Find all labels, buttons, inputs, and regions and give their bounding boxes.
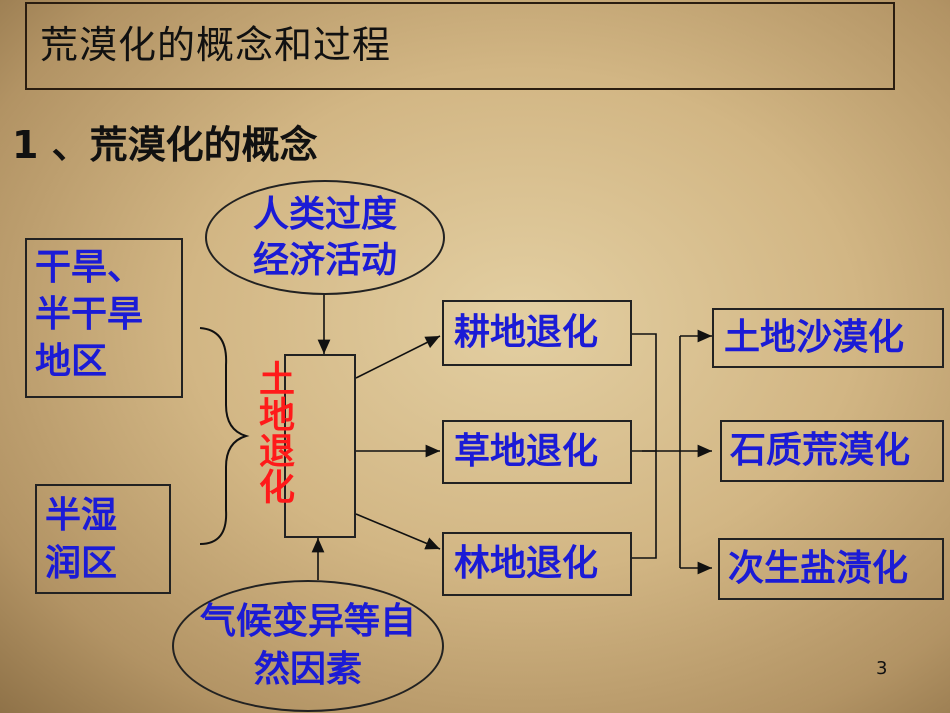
arrow-to-forestland <box>355 513 441 550</box>
rocky-desertification-box: 石质荒漠化 <box>720 420 944 482</box>
degradation-bracket <box>632 333 657 559</box>
land-degradation-label: 土地退化 <box>253 360 294 504</box>
sandy-desertification-box: 土地沙漠化 <box>712 308 944 368</box>
secondary-salinization-box: 次生盐渍化 <box>718 538 944 600</box>
land-degradation-box <box>284 354 356 538</box>
region-brace <box>199 327 250 545</box>
title-box <box>25 2 895 90</box>
page-title: 荒漠化的概念和过程 <box>40 23 392 67</box>
arid-region-box: 干旱、 半干旱 地区 <box>25 238 183 398</box>
forestland-degradation-box: 林地退化 <box>442 532 632 596</box>
grassland-degradation-box: 草地退化 <box>442 420 632 484</box>
climate-factor-oval: 气候变异等自 然因素 <box>172 580 444 712</box>
page-number: 3 <box>876 658 888 679</box>
human-activity-oval: 人类过度 经济活动 <box>205 180 445 295</box>
farmland-degradation-box: 耕地退化 <box>442 300 632 366</box>
semi-humid-region-box: 半湿 润区 <box>35 484 171 594</box>
section-heading: 1 、荒漠化的概念 <box>12 123 318 167</box>
arrow-to-farmland <box>355 335 441 379</box>
